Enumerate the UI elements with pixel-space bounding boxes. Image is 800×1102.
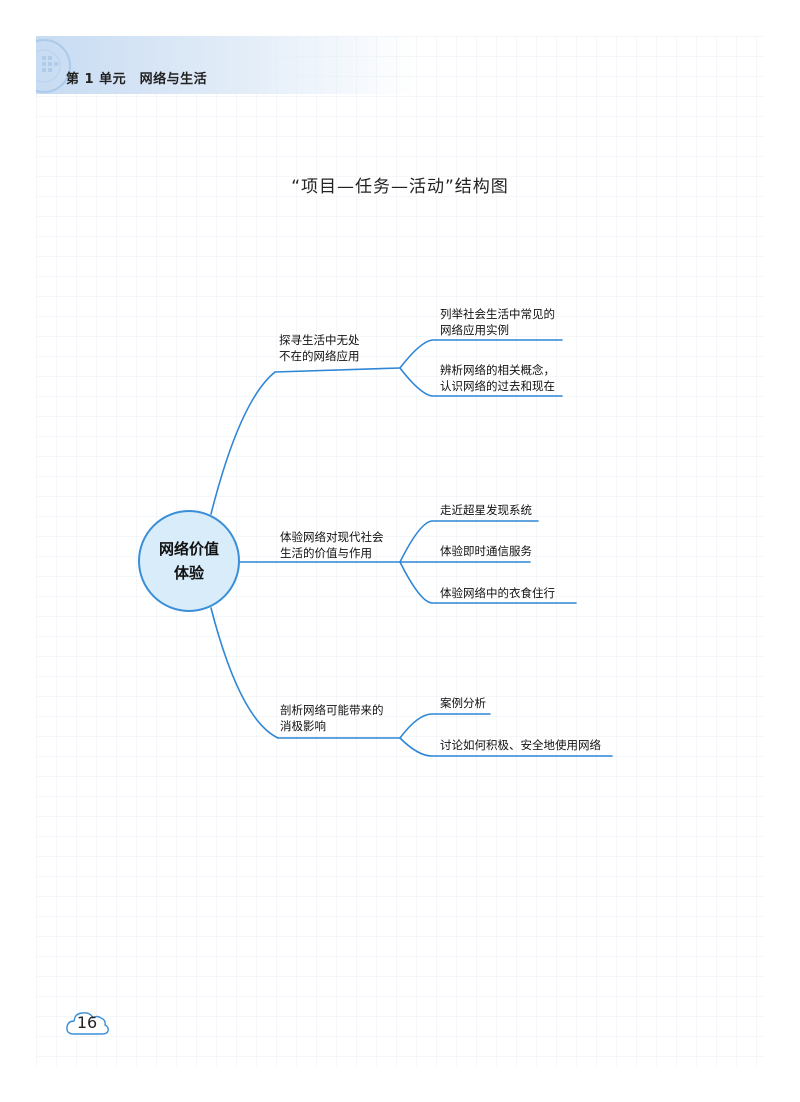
task-node-1: 探寻生活中无处 不在的网络应用: [279, 333, 360, 364]
page-number: 16: [76, 1013, 98, 1032]
activity-node-3-2: 讨论如何积极、安全地使用网络: [440, 738, 601, 754]
activity-node-2-2: 体验即时通信服务: [440, 544, 532, 560]
activity-2-1-line-1: 走近超星发现系统: [440, 503, 532, 517]
task-1-branch-a: [399, 339, 563, 369]
task-1-underline: [274, 367, 401, 373]
task-3-branch-a: [399, 713, 491, 739]
activity-node-2-3: 体验网络中的衣食住行: [440, 586, 555, 602]
task-1-branch-b: [399, 367, 563, 397]
task-2-line-1: 体验网络对现代社会: [280, 530, 384, 544]
activity-1-1-line-2: 网络应用实例: [440, 322, 509, 337]
root-label-line-2: 体验: [173, 564, 204, 582]
branch-to-task-1: [210, 371, 276, 515]
task-node-3: 剖析网络可能带来的 消极影响: [280, 703, 384, 734]
activity-2-3-line-1: 体验网络中的衣食住行: [440, 586, 555, 600]
activity-node-2-1: 走近超星发现系统: [440, 503, 532, 519]
header-band: [36, 36, 416, 94]
activity-1-2-line-1: 辨析网络的相关概念，: [440, 363, 555, 377]
root-label-line-1: 网络价值: [158, 540, 219, 558]
header-decoration: [36, 36, 106, 94]
page-number-cloud-icon: [66, 1012, 109, 1035]
task-2-branch-a: [399, 520, 539, 563]
activity-node-1-1: 列举社会生活中常见的 网络应用实例: [440, 307, 555, 338]
activity-node-1-2: 辨析网络的相关概念， 认识网络的过去和现在: [440, 363, 555, 394]
activity-1-2-line-2: 认识网络的过去和现在: [440, 378, 555, 393]
task-2-branch-c: [399, 561, 577, 604]
task-1-line-2: 不在的网络应用: [279, 348, 360, 363]
task-node-2: 体验网络对现代社会 生活的价值与作用: [280, 530, 384, 561]
root-node: [138, 510, 240, 612]
task-3-branch-b: [399, 737, 613, 757]
branch-to-task-3: [210, 607, 279, 739]
task-1-line-1: 探寻生活中无处: [279, 333, 360, 347]
root-node-label: 网络价值 体验: [138, 537, 240, 585]
task-3-line-2: 消极影响: [280, 718, 326, 733]
unit-label: 第 1 单元 网络与生活: [66, 72, 208, 87]
activity-1-1-line-1: 列举社会生活中常见的: [440, 307, 555, 321]
diagram-title: “项目—任务—活动”结构图: [291, 177, 509, 197]
task-3-line-1: 剖析网络可能带来的: [280, 703, 384, 717]
activity-3-1-line-1: 案例分析: [440, 696, 486, 710]
activity-node-3-1: 案例分析: [440, 696, 486, 712]
activity-3-2-line-1: 讨论如何积极、安全地使用网络: [440, 738, 601, 752]
activity-2-2-line-1: 体验即时通信服务: [440, 544, 532, 558]
task-2-line-2: 生活的价值与作用: [280, 545, 372, 560]
